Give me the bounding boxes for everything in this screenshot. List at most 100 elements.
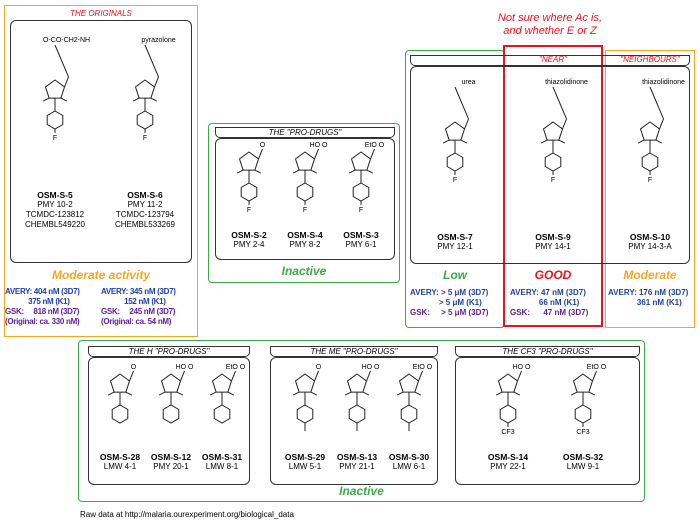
compound-name: OSM-S-32 xyxy=(562,452,604,462)
compound-code: CHEMBL533269 xyxy=(114,220,176,229)
methyl-bond xyxy=(227,391,235,396)
aryl-ring xyxy=(544,152,562,172)
para-substituent-label: F xyxy=(53,135,57,142)
para-substituent-label: F xyxy=(453,177,457,184)
compound-name: OSM-S-2 xyxy=(231,230,267,240)
aryl-ring xyxy=(348,404,366,424)
substituent-label: O xyxy=(131,364,137,371)
pyrrole-ring xyxy=(160,373,182,393)
prodrugs-verdict: Inactive xyxy=(281,264,327,278)
compound-code: PMY 14-1 xyxy=(535,242,571,251)
pyrrole-ring xyxy=(211,373,233,393)
originals-panel xyxy=(4,5,198,337)
substituent-bond xyxy=(180,370,185,382)
methyl-bond xyxy=(132,97,140,102)
structure-icon: HO O xyxy=(158,364,194,424)
compound-name: OSM-S-14 xyxy=(487,452,529,462)
methyl-bond xyxy=(310,169,318,174)
compound-name: OSM-S-30 xyxy=(388,452,430,462)
methyl-bond xyxy=(348,169,356,174)
methyl-bond xyxy=(513,391,521,396)
compound-name: OSM-S-4 xyxy=(287,230,323,240)
structure-icon: O xyxy=(292,364,322,431)
methyl-bond xyxy=(292,169,300,174)
methyl-bond xyxy=(362,391,370,396)
structure-icon: EtO O xyxy=(396,364,433,431)
compound-name: OSM-S-3 xyxy=(343,230,379,240)
structure-icon: EtO O xyxy=(209,364,246,424)
aryl-ring xyxy=(400,404,418,424)
compound-code: PMY 10-2 xyxy=(37,200,73,209)
compound-code: PMY 22-1 xyxy=(490,462,526,471)
aryl-ring xyxy=(641,152,659,172)
substituent-label: EtO O xyxy=(587,364,607,371)
me-prodrugs-title: THE ME "PRO-DRUGS" xyxy=(270,346,438,357)
activity-osm-s-5-avery: AVERY: 404 nM (3D7) 375 nM (K1) xyxy=(5,287,80,306)
substituent-bond xyxy=(64,76,69,88)
aryl-ring xyxy=(213,404,231,424)
compound-name: OSM-S-10 xyxy=(629,232,671,242)
bottom-panel xyxy=(78,340,645,502)
compound-code: LMW 9-1 xyxy=(566,462,600,471)
methyl-bond xyxy=(655,139,663,144)
prodrugs-structures xyxy=(215,138,395,260)
aryl-ring xyxy=(46,110,64,130)
aryl-ring xyxy=(499,404,517,424)
activity-osm-s-10-avery: AVERY: 176 nM (3D7) 361 nM (K1) xyxy=(608,288,689,307)
para-substituent-label: F xyxy=(359,207,363,214)
substituent-label: thiazolidinone xyxy=(642,79,685,86)
verdict-moderate: Moderate xyxy=(623,268,677,282)
compound-name: OSM-S-29 xyxy=(284,452,326,462)
aryl-ring xyxy=(296,182,314,202)
para-substituent-label: CF3 xyxy=(501,429,514,436)
methyl-bond xyxy=(442,139,450,144)
substituent-label: HO O xyxy=(310,142,328,149)
substituent-bond xyxy=(454,86,469,120)
substituent-bond xyxy=(54,44,69,78)
substituent-label: thiazolidinone xyxy=(545,79,588,86)
methyl-bond xyxy=(60,97,68,102)
originals-structures xyxy=(10,20,192,263)
substituent-label: pyrazolone xyxy=(141,37,175,44)
aryl-ring xyxy=(240,182,258,202)
structure-icon: HO O xyxy=(344,364,380,431)
pyrrole-ring xyxy=(109,373,131,393)
compound-code: TCMDC-123812 xyxy=(25,210,85,219)
compound-code: LMW 8-1 xyxy=(205,462,239,471)
pyrrole-ring xyxy=(44,79,66,99)
annotation-note: Not sure where Ac is, and whether E or Z xyxy=(497,12,603,37)
activity-osm-s-7-avery: AVERY: > 5 μM (3D7) > 5 μM (K1) xyxy=(410,288,489,307)
substituent-bond xyxy=(129,370,134,382)
para-substituent-label: F xyxy=(303,207,307,214)
me-prodrugs-structures xyxy=(270,357,438,485)
activity-osm-s-6-avery: AVERY: 345 nM (3D7) 152 nM (K1) xyxy=(101,287,176,306)
neighbours-panel xyxy=(605,50,695,328)
compound-code: CHEMBL549220 xyxy=(24,220,86,229)
aryl-ring xyxy=(136,110,154,130)
aryl-ring xyxy=(111,404,129,424)
structure-icon: EtO OF xyxy=(348,142,385,214)
substituent-bond xyxy=(552,86,567,120)
substituent-label: EtO O xyxy=(413,364,433,371)
substituent-bond xyxy=(314,148,319,160)
methyl-bond xyxy=(588,391,596,396)
substituent-bond xyxy=(370,148,375,160)
compound-name: OSM-S-12 xyxy=(150,452,192,462)
methyl-bond xyxy=(414,391,422,396)
pyrrole-ring xyxy=(542,121,564,141)
methyl-bond xyxy=(236,169,244,174)
